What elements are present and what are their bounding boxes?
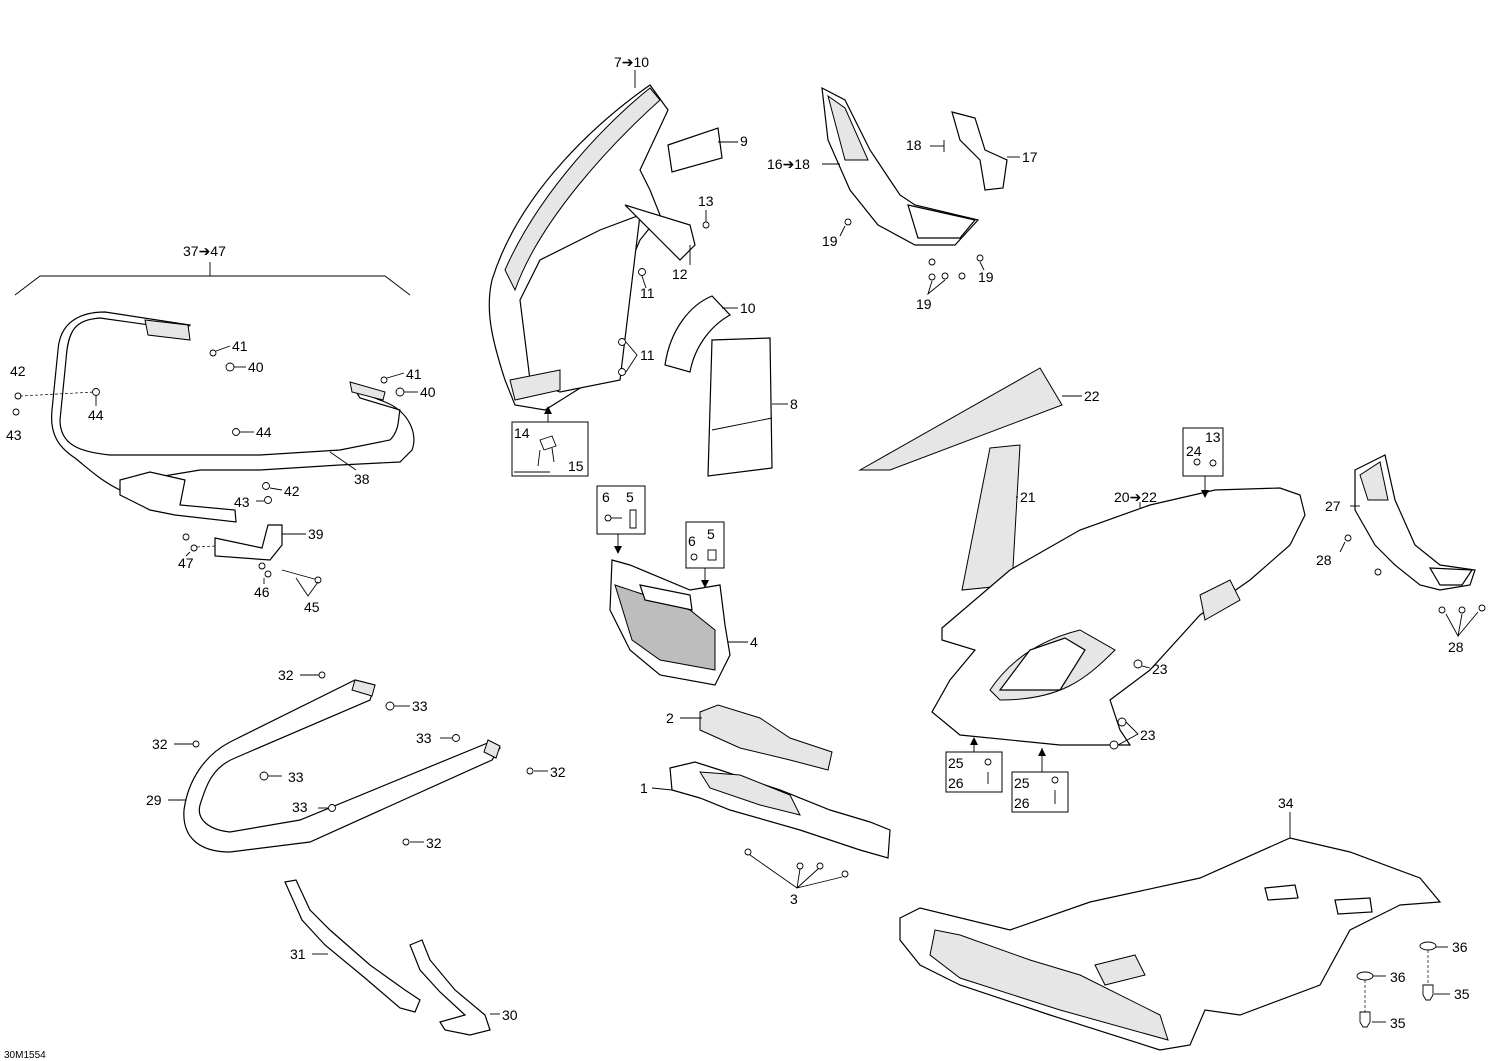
callout-32c: 32	[550, 764, 566, 780]
callout-41a: 41	[232, 338, 248, 354]
callout-8: 8	[790, 396, 798, 412]
callout-31: 31	[290, 946, 306, 962]
callout-17: 17	[1022, 149, 1038, 165]
nose-panel-part	[488, 84, 696, 411]
bracket-31-part	[284, 879, 421, 1013]
callout-23a: 23	[1152, 661, 1168, 677]
callout-15: 15	[568, 458, 584, 474]
foam-21-part	[961, 444, 1021, 591]
foam-10-part	[664, 295, 731, 373]
foam-2-part	[699, 704, 833, 771]
callout-26b: 26	[1014, 795, 1030, 811]
callout-10: 10	[740, 300, 756, 316]
callout-30: 30	[502, 1007, 518, 1023]
callout-11a: 11	[640, 285, 655, 301]
callout-46: 46	[254, 584, 270, 600]
callout-25a: 25	[948, 755, 964, 771]
callout-7-10: 7➔10	[614, 54, 649, 70]
callout-6b: 6	[688, 533, 696, 549]
callout-41b: 41	[406, 366, 422, 382]
panel-8-part	[707, 337, 773, 477]
foam-22-part	[858, 367, 1063, 471]
callout-16-18: 16➔18	[767, 156, 810, 172]
grille-4-part	[609, 559, 731, 686]
callout-44b: 44	[256, 424, 272, 440]
callout-33c: 33	[288, 769, 304, 785]
bracket-30-part	[409, 939, 491, 1036]
callout-42b: 42	[284, 483, 300, 499]
bumper-29-part	[183, 679, 501, 853]
callout-36a: 36	[1452, 939, 1468, 955]
callout-33a: 33	[412, 698, 428, 714]
callout-35a: 35	[1454, 986, 1470, 1002]
callout-6a: 6	[602, 489, 610, 505]
callout-39: 39	[308, 526, 324, 542]
callout-19c: 19	[916, 296, 932, 312]
callout-45: 45	[304, 599, 320, 615]
callout-43a: 43	[6, 427, 22, 443]
figure-code: 30M1554	[4, 1050, 46, 1061]
callout-37-47: 37➔47	[183, 243, 226, 259]
callout-12: 12	[672, 266, 688, 282]
callout-36b: 36	[1390, 969, 1406, 985]
side-panel-16-part	[821, 86, 980, 246]
callout-20-22: 20➔22	[1114, 489, 1157, 505]
callout-28b: 28	[1448, 639, 1464, 655]
callout-40a: 40	[248, 359, 264, 375]
side-panel-27-part	[1354, 454, 1476, 591]
callout-40b: 40	[420, 384, 436, 400]
callout-5a: 5	[626, 489, 634, 505]
callout-9: 9	[740, 133, 748, 149]
callout-38: 38	[354, 471, 370, 487]
callout-43b: 43	[234, 494, 250, 510]
callout-32d: 32	[426, 835, 442, 851]
callout-47: 47	[178, 555, 194, 571]
callout-29: 29	[146, 792, 162, 808]
callout-2: 2	[666, 710, 674, 726]
callout-32a: 32	[278, 667, 294, 683]
callout-11b: 11	[640, 347, 655, 363]
callout-5b: 5	[707, 526, 715, 542]
callout-19a: 19	[822, 233, 838, 249]
callout-42a: 42	[10, 363, 26, 379]
side-panel-20-part	[931, 487, 1306, 746]
foam-9-part	[667, 127, 723, 173]
front-bumper-part	[50, 311, 415, 523]
callout-23b: 23	[1140, 727, 1156, 743]
callout-33b: 33	[416, 730, 432, 746]
callout-32b: 32	[152, 736, 168, 752]
callout-14: 14	[514, 425, 530, 441]
callout-26a: 26	[948, 775, 964, 791]
callout-13b: 13	[1205, 429, 1221, 445]
callout-3: 3	[790, 891, 798, 907]
skid-plate-34-part	[899, 837, 1442, 1051]
callout-25b: 25	[1014, 775, 1030, 791]
callout-27: 27	[1325, 498, 1341, 514]
callout-4: 4	[750, 634, 758, 650]
callout-22: 22	[1084, 388, 1100, 404]
callout-21: 21	[1020, 489, 1036, 505]
cover-17-part	[951, 111, 1008, 191]
callout-1: 1	[640, 780, 648, 796]
callout-35b: 35	[1390, 1015, 1406, 1031]
bumper-1-part	[669, 761, 891, 859]
callout-28a: 28	[1316, 552, 1332, 568]
callout-24: 24	[1186, 443, 1202, 459]
callout-44a: 44	[88, 407, 104, 423]
callout-33d: 33	[292, 799, 308, 815]
bracket-39-part	[214, 524, 283, 561]
callout-18: 18	[906, 137, 922, 153]
callout-34: 34	[1278, 795, 1294, 811]
callout-19b: 19	[978, 269, 994, 285]
callout-13a: 13	[698, 193, 714, 209]
